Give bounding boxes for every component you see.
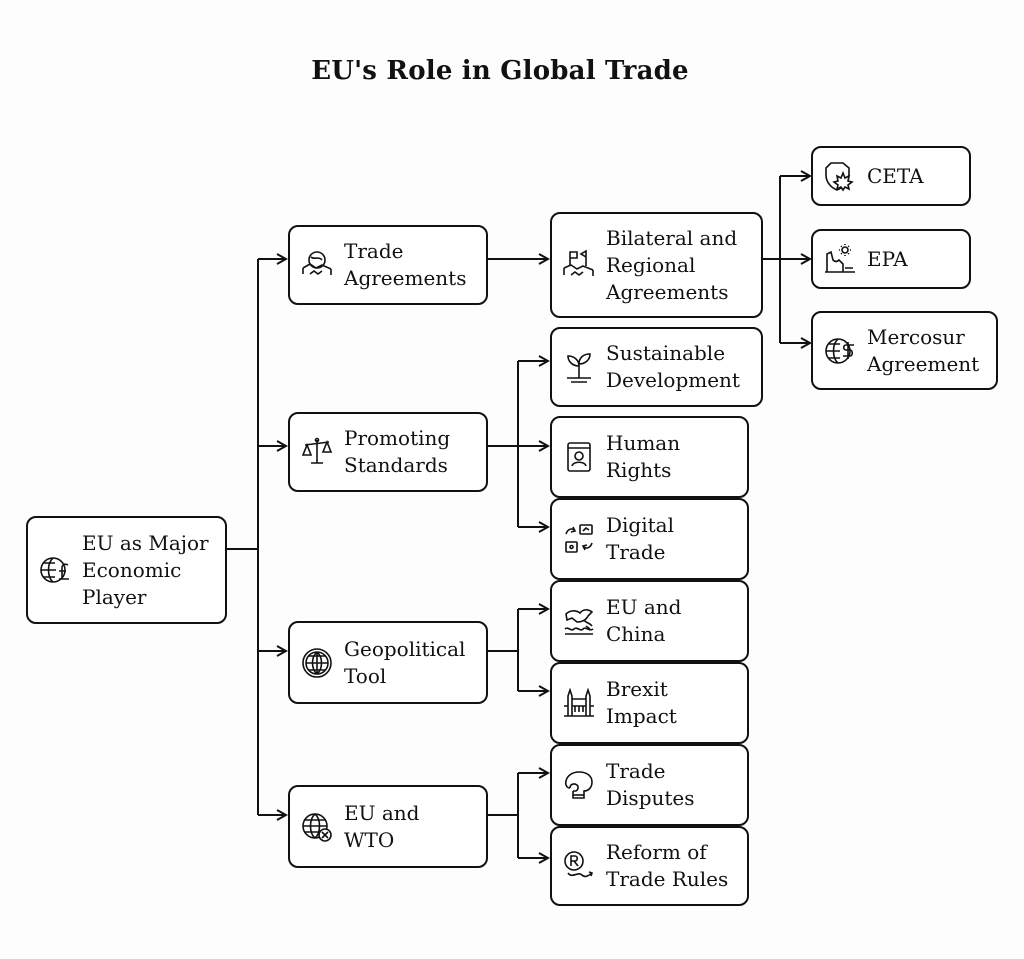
node-label: Geopolitical Tool [344, 636, 466, 688]
node-sustainable-development[interactable]: Sustainable Development [550, 327, 763, 407]
node-ceta[interactable]: CETA [811, 146, 971, 206]
node-label: CETA [867, 163, 924, 188]
globe-x-icon [300, 810, 334, 844]
plant-icon [562, 350, 596, 384]
digital-exchange-icon [562, 522, 596, 556]
node-label: EU and China [606, 595, 682, 646]
node-epa[interactable]: EPA [811, 229, 971, 289]
node-label: EU and WTO [344, 800, 420, 852]
node-label: Sustainable Development [606, 341, 740, 392]
handshake-globe-icon [300, 248, 334, 282]
node-promoting-standards[interactable]: Promoting Standards [288, 412, 488, 492]
node-bilateral-regional-agreements[interactable]: Bilateral and Regional Agreements [550, 212, 763, 318]
node-geopolitical-tool[interactable]: Geopolitical Tool [288, 621, 488, 704]
id-card-icon [562, 440, 596, 474]
node-label: Promoting Standards [344, 426, 451, 477]
edge-wto-trunk [488, 773, 519, 858]
node-label: EPA [867, 246, 908, 271]
node-label: EU as Major Economic Player [82, 530, 209, 609]
globe-pound-icon [38, 553, 72, 587]
edge-standards-trunk [488, 361, 519, 527]
node-digital-trade[interactable]: Digital Trade [550, 498, 749, 580]
node-eu-and-wto[interactable]: EU and WTO [288, 785, 488, 868]
dragon-icon [562, 604, 596, 638]
node-label: Mercosur Agreement [867, 324, 980, 376]
node-label: Trade Agreements [344, 239, 467, 290]
node-label: Trade Disputes [606, 759, 695, 810]
node-mercosur-agreement[interactable]: Mercosur Agreement [811, 311, 998, 390]
edge-root-trunk [227, 259, 259, 815]
node-label: Digital Trade [606, 513, 674, 564]
node-brexit-impact[interactable]: Brexit Impact [550, 662, 749, 744]
node-label: Brexit Impact [606, 677, 677, 728]
flags-handshake-icon [562, 248, 596, 282]
registered-arrow-icon [562, 849, 596, 883]
node-trade-agreements[interactable]: Trade Agreements [288, 225, 488, 305]
node-label: Human Rights [606, 431, 681, 482]
balance-scale-icon [300, 435, 334, 469]
diagram-title: EU's Role in Global Trade [311, 56, 689, 86]
node-trade-disputes[interactable]: Trade Disputes [550, 744, 749, 826]
globe-dollar-icon [823, 334, 857, 368]
node-eu-and-china[interactable]: EU and China [550, 580, 749, 662]
node-human-rights[interactable]: Human Rights [550, 416, 749, 498]
node-reform-of-trade-rules[interactable]: Reform of Trade Rules [550, 826, 749, 906]
sun-landscape-icon [823, 242, 857, 276]
node-label: Bilateral and Regional Agreements [606, 225, 738, 304]
tower-bridge-icon [562, 686, 596, 720]
globe-icon [300, 646, 334, 680]
maple-leaf-icon [823, 159, 857, 193]
node-label: Reform of Trade Rules [606, 840, 729, 891]
edge-geo-trunk [488, 609, 519, 691]
boxing-glove-icon [562, 768, 596, 802]
node-eu-major-economic-player[interactable]: EU as Major Economic Player [26, 516, 227, 624]
